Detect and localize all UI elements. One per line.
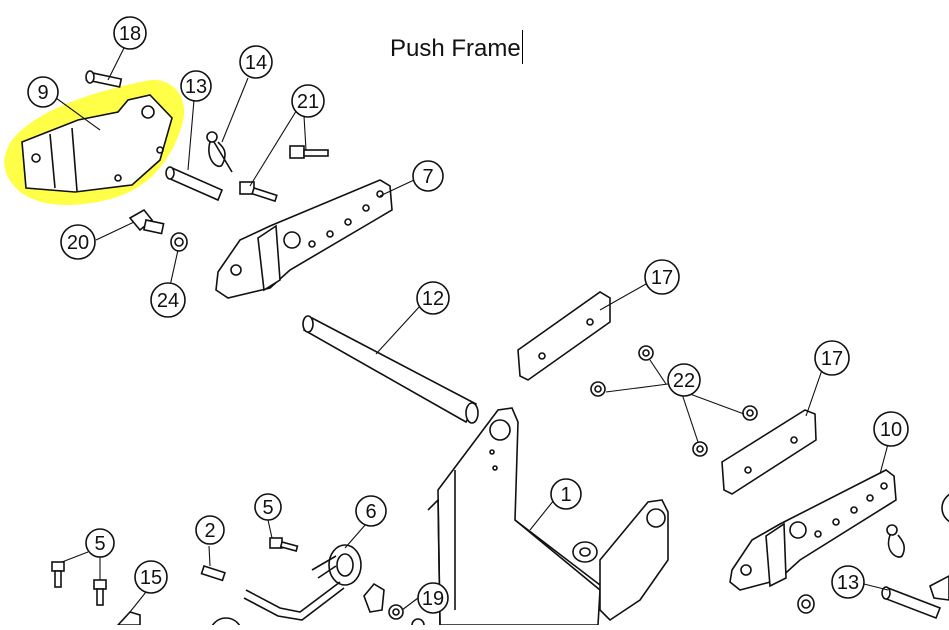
part-5-bolt-b xyxy=(51,561,65,588)
callout-13-top: 13 xyxy=(180,70,212,102)
part-21-bolt-b xyxy=(239,181,278,203)
callout-7: 7 xyxy=(412,160,444,192)
svg-text:13: 13 xyxy=(837,572,859,594)
part-5-bolt-c xyxy=(93,579,107,606)
svg-text:9: 9 xyxy=(37,82,48,104)
callout-24: 24 xyxy=(150,282,186,318)
part-17-plate-top xyxy=(517,291,611,381)
svg-text:7: 7 xyxy=(422,166,433,188)
part-12-tube xyxy=(302,315,479,424)
callout-2: 2 xyxy=(195,515,225,545)
part-2-pin xyxy=(200,564,226,582)
svg-text:15: 15 xyxy=(140,567,162,589)
part-24-washer xyxy=(170,232,188,252)
part-10-arm xyxy=(729,469,897,591)
svg-text:18: 18 xyxy=(119,23,141,45)
callout-5-left: 5 xyxy=(85,528,115,558)
callout-1: 1 xyxy=(550,478,582,510)
part-13-pin-top xyxy=(165,166,224,202)
part-22-nuts xyxy=(590,345,758,457)
part-14-hair-pin xyxy=(206,131,233,173)
callout-19: 19 xyxy=(417,582,449,614)
part-hair-pin-right xyxy=(886,524,905,558)
svg-text:17: 17 xyxy=(821,348,843,370)
part-20-bolt xyxy=(128,208,165,235)
svg-text:20: 20 xyxy=(67,232,89,254)
svg-text:12: 12 xyxy=(422,288,444,310)
partial-callout-right-edge xyxy=(941,493,949,523)
svg-text:22: 22 xyxy=(673,370,695,392)
part-17-plate-right xyxy=(721,409,817,495)
page-title: Push Frame xyxy=(390,35,521,62)
partial-part-right-edge xyxy=(929,575,949,601)
svg-text:14: 14 xyxy=(245,52,267,74)
text-cursor xyxy=(521,30,523,64)
callout-15: 15 xyxy=(134,560,168,594)
callout-20: 20 xyxy=(60,224,96,260)
callout-5-center: 5 xyxy=(254,493,282,521)
part-7-arm xyxy=(215,179,393,299)
svg-text:24: 24 xyxy=(157,290,179,312)
part-9-bracket xyxy=(21,94,173,193)
svg-text:13: 13 xyxy=(185,76,207,98)
callout-13-bottom: 13 xyxy=(831,565,865,599)
diagram-title-text-box[interactable]: Push Frame xyxy=(390,30,523,64)
part-18-pin xyxy=(85,70,123,88)
svg-text:5: 5 xyxy=(94,533,105,555)
callout-18: 18 xyxy=(113,16,147,50)
part-21-bolt-a xyxy=(289,145,329,159)
leader-lines xyxy=(55,47,889,613)
svg-text:17: 17 xyxy=(651,267,673,289)
part-1-frame xyxy=(427,407,669,626)
part-5-bolt-a xyxy=(269,537,299,552)
svg-text:21: 21 xyxy=(297,91,319,113)
washer-lower xyxy=(797,594,815,614)
small-plate xyxy=(363,582,385,613)
svg-text:19: 19 xyxy=(422,588,444,610)
callout-6: 6 xyxy=(355,495,387,527)
svg-text:2: 2 xyxy=(204,520,215,542)
callout-9: 9 xyxy=(27,76,59,108)
svg-text:10: 10 xyxy=(880,419,902,441)
part-15-bracket-fragment xyxy=(116,611,141,626)
partial-callout-bottom-edge xyxy=(209,617,243,630)
callout-12: 12 xyxy=(416,281,450,315)
callout-22: 22 xyxy=(667,363,701,397)
callout-17-top: 17 xyxy=(644,259,680,295)
callout-21: 21 xyxy=(291,84,325,118)
svg-text:5: 5 xyxy=(262,497,273,519)
svg-text:1: 1 xyxy=(560,484,571,506)
callout-17-right: 17 xyxy=(814,340,850,376)
svg-text:6: 6 xyxy=(365,501,376,523)
part-6-spring-handle xyxy=(243,544,362,621)
part-19-nut xyxy=(388,604,425,630)
callout-14: 14 xyxy=(239,45,273,79)
callout-10: 10 xyxy=(873,411,909,447)
